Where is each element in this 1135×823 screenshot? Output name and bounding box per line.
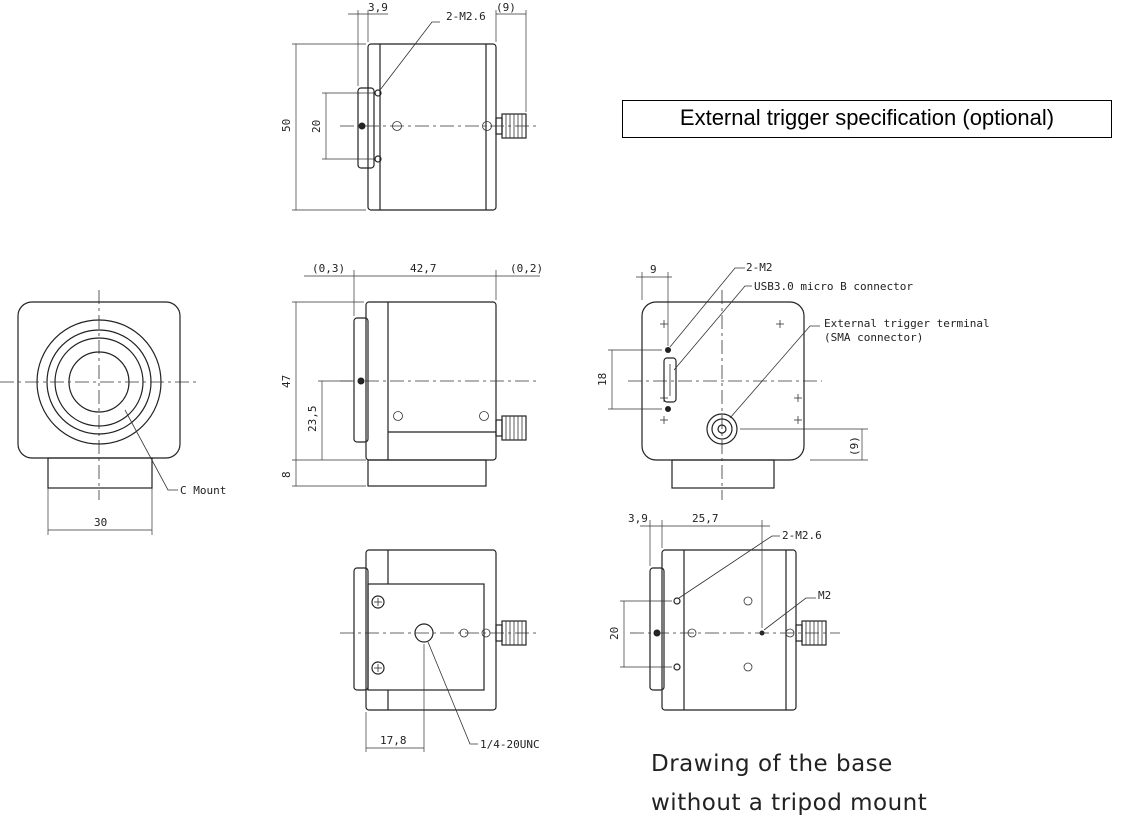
top-side-view: 2-M2.6 3,9 (9) 50 20 bbox=[280, 1, 540, 211]
usb-height-dim: 18 bbox=[596, 373, 609, 386]
front-view: C Mount 30 bbox=[0, 290, 226, 535]
base-hole-spacing: 20 bbox=[608, 627, 621, 640]
rear-offset-dim: 9 bbox=[650, 263, 657, 276]
base-note: Drawing of the base without a tripod mou… bbox=[651, 745, 927, 823]
top-hole-label: 2-M2.6 bbox=[446, 10, 486, 23]
side-foot-dim: 8 bbox=[280, 471, 293, 478]
side-axis-dim: 23,5 bbox=[306, 406, 319, 433]
rear-hole-label: 2-M2 bbox=[746, 261, 773, 274]
c-mount-label: C Mount bbox=[180, 484, 226, 497]
front-width-dim: 30 bbox=[94, 516, 107, 529]
top-height-dim: 50 bbox=[280, 119, 293, 132]
trigger-label-2: (SMA connector) bbox=[824, 331, 923, 344]
base-note-line-2: without a tripod mount bbox=[651, 790, 928, 816]
top-hole-spacing: 20 bbox=[310, 120, 323, 133]
base-dim-length: 25,7 bbox=[692, 512, 719, 525]
thread-label: 1/4-20UNC bbox=[480, 738, 540, 751]
bottom-offset-dim: 17,8 bbox=[380, 734, 407, 747]
side-dim-left: (0,3) bbox=[312, 262, 345, 275]
usb-label: USB3.0 micro B connector bbox=[754, 280, 913, 293]
trigger-label-1: External trigger terminal bbox=[824, 317, 990, 330]
side-dim-right: (0,2) bbox=[510, 262, 543, 275]
base-note-line-1: Drawing of the base bbox=[651, 751, 893, 777]
bottom-view: 1/4-20UNC 17,8 bbox=[340, 549, 540, 752]
base-hole-label: 2-M2.6 bbox=[782, 529, 822, 542]
base-dim-left: 3,9 bbox=[628, 512, 648, 525]
spec-title: External trigger specification (optional… bbox=[622, 100, 1112, 138]
top-dim-right: (9) bbox=[496, 1, 516, 14]
side-height-dim: 47 bbox=[280, 375, 293, 388]
top-dim-left: 3,9 bbox=[368, 1, 388, 14]
side-view: (0,3) 42,7 (0,2) 47 23,5 8 bbox=[280, 262, 543, 487]
side-dim-length: 42,7 bbox=[410, 262, 437, 275]
sma-offset-dim: (9) bbox=[848, 436, 861, 456]
base-view: 2-M2.6 M2 3,9 25,7 20 bbox=[608, 512, 840, 711]
rear-view: 2-M2 USB3.0 micro B connector External t… bbox=[596, 261, 990, 500]
base-extra-hole-label: M2 bbox=[818, 589, 831, 602]
